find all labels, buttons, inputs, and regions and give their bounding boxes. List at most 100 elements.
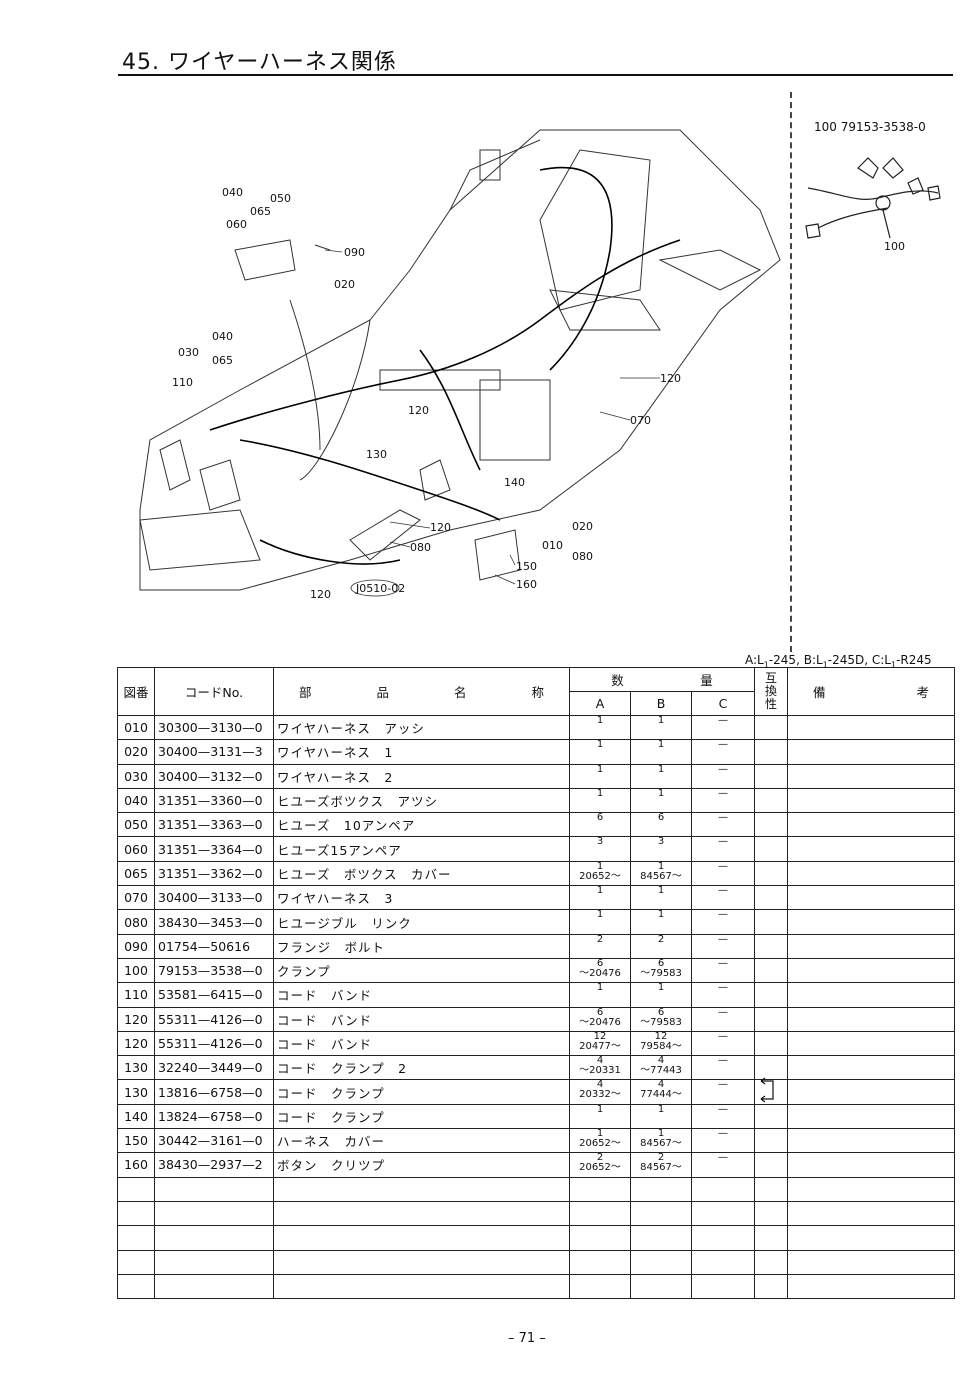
row-qty-c: — — [690, 714, 756, 741]
empty-cell — [569, 1200, 631, 1227]
row-part-name: コード バンド — [273, 1006, 570, 1032]
row-part-name: ヒユーズボツクス アツシ — [273, 787, 570, 814]
empty-cell — [754, 1176, 789, 1202]
label-040: 040 — [222, 186, 243, 199]
row-interchange — [754, 1103, 789, 1130]
row-code: 30400—3133—0 — [154, 885, 274, 911]
row-qty-b-value: 6 — [657, 958, 665, 969]
empty-cell — [117, 1225, 155, 1251]
row-part-name: ワイヤハーネス 3 — [273, 885, 570, 911]
row-qty-b-value: 2 — [657, 1152, 665, 1164]
row-fig-no: 100 — [117, 957, 155, 984]
empty-cell — [630, 1249, 692, 1275]
model-legend: A:L1-245, B:L1-245D, C:L1-R245 — [745, 653, 932, 670]
empty-cell — [630, 1200, 692, 1227]
row-interchange — [754, 1152, 789, 1178]
row-interchange — [754, 787, 789, 814]
row-qty-c: — — [690, 1030, 756, 1057]
row-qty-c: — — [690, 860, 756, 887]
row-qty-a: 1 — [569, 982, 631, 1008]
header-name: 部品名称 — [273, 667, 570, 716]
empty-cell — [690, 1273, 756, 1300]
row-fig-no: 050 — [117, 812, 155, 838]
label-080-b: 080 — [572, 550, 593, 563]
row-fig-no: 070 — [117, 885, 155, 911]
row-remarks — [787, 1055, 956, 1081]
row-qty-b-value: 3 — [657, 836, 665, 848]
empty-cell — [154, 1249, 274, 1275]
empty-cell — [569, 1225, 631, 1251]
row-qty-b: 6 — [630, 812, 692, 838]
row-remarks — [787, 909, 956, 935]
row-qty-b: 6～79583 — [630, 957, 692, 984]
row-interchange — [754, 1006, 789, 1032]
empty-cell — [154, 1225, 274, 1251]
row-remarks — [787, 763, 956, 789]
drawing-stamp — [350, 579, 400, 597]
row-fig-no: 130 — [117, 1055, 155, 1081]
label-020: 020 — [334, 278, 355, 291]
row-qty-b-value: 6 — [657, 812, 665, 824]
row-qty-a: 1 — [569, 763, 631, 789]
empty-cell — [569, 1176, 631, 1202]
empty-cell — [569, 1249, 631, 1275]
row-remarks — [787, 739, 956, 765]
row-interchange — [754, 957, 789, 984]
row-qty-b-value: 4 — [657, 1079, 665, 1091]
empty-cell — [754, 1225, 789, 1251]
label-030: 030 — [178, 346, 199, 359]
row-interchange — [754, 982, 789, 1008]
row-qty-a: 1 — [569, 909, 631, 935]
row-remarks — [787, 1079, 956, 1105]
row-qty-b: 1 — [630, 982, 692, 1008]
row-qty-a-serial: 20652～ — [579, 1138, 621, 1150]
row-qty-a: 2 — [569, 933, 631, 959]
row-fig-no: 030 — [117, 763, 155, 789]
row-code: 31351—3363—0 — [154, 812, 274, 838]
row-qty-b: 2 — [630, 933, 692, 959]
empty-cell — [787, 1249, 956, 1275]
label-060: 060 — [226, 218, 247, 231]
empty-cell — [117, 1176, 155, 1202]
row-remarks — [787, 1006, 956, 1032]
row-qty-c: — — [690, 1079, 756, 1105]
row-fig-no: 065 — [117, 860, 155, 887]
empty-cell — [154, 1176, 274, 1202]
row-qty-a: 3 — [569, 836, 631, 862]
label-130: 130 — [366, 448, 387, 461]
row-qty-c: — — [690, 933, 756, 959]
empty-cell — [787, 1176, 956, 1202]
empty-cell — [273, 1249, 570, 1275]
row-code: 31351—3360—0 — [154, 787, 274, 814]
row-qty-b-value: 1 — [657, 861, 665, 872]
row-part-name: ボタン クリツプ — [273, 1152, 570, 1178]
row-qty-a: 4～20331 — [569, 1055, 631, 1081]
wiring-harness-diagram: J0510-02 040 050 065 060 090 020 040 030… — [139, 129, 781, 601]
empty-cell — [690, 1176, 756, 1202]
row-qty-b-serial: 84567～ — [640, 1138, 682, 1150]
row-qty-b: 1 — [630, 909, 692, 935]
row-fig-no: 110 — [117, 982, 155, 1008]
row-qty-b-value: 1 — [657, 788, 665, 799]
row-fig-no: 160 — [117, 1152, 155, 1178]
row-qty-a-value: 1 — [596, 861, 604, 872]
table-row-empty — [117, 1200, 956, 1227]
row-code: 30300—3130—0 — [154, 714, 274, 741]
row-qty-b-serial: ～79583 — [640, 1016, 682, 1028]
row-qty-c: — — [690, 763, 756, 789]
header-interchange: 互換性 — [754, 667, 789, 716]
row-qty-c: — — [690, 836, 756, 862]
label-150: 150 — [516, 560, 537, 573]
row-part-name: ヒユーズ15アンペア — [273, 836, 570, 862]
empty-cell — [117, 1200, 155, 1227]
row-qty-a: 6 — [569, 812, 631, 838]
